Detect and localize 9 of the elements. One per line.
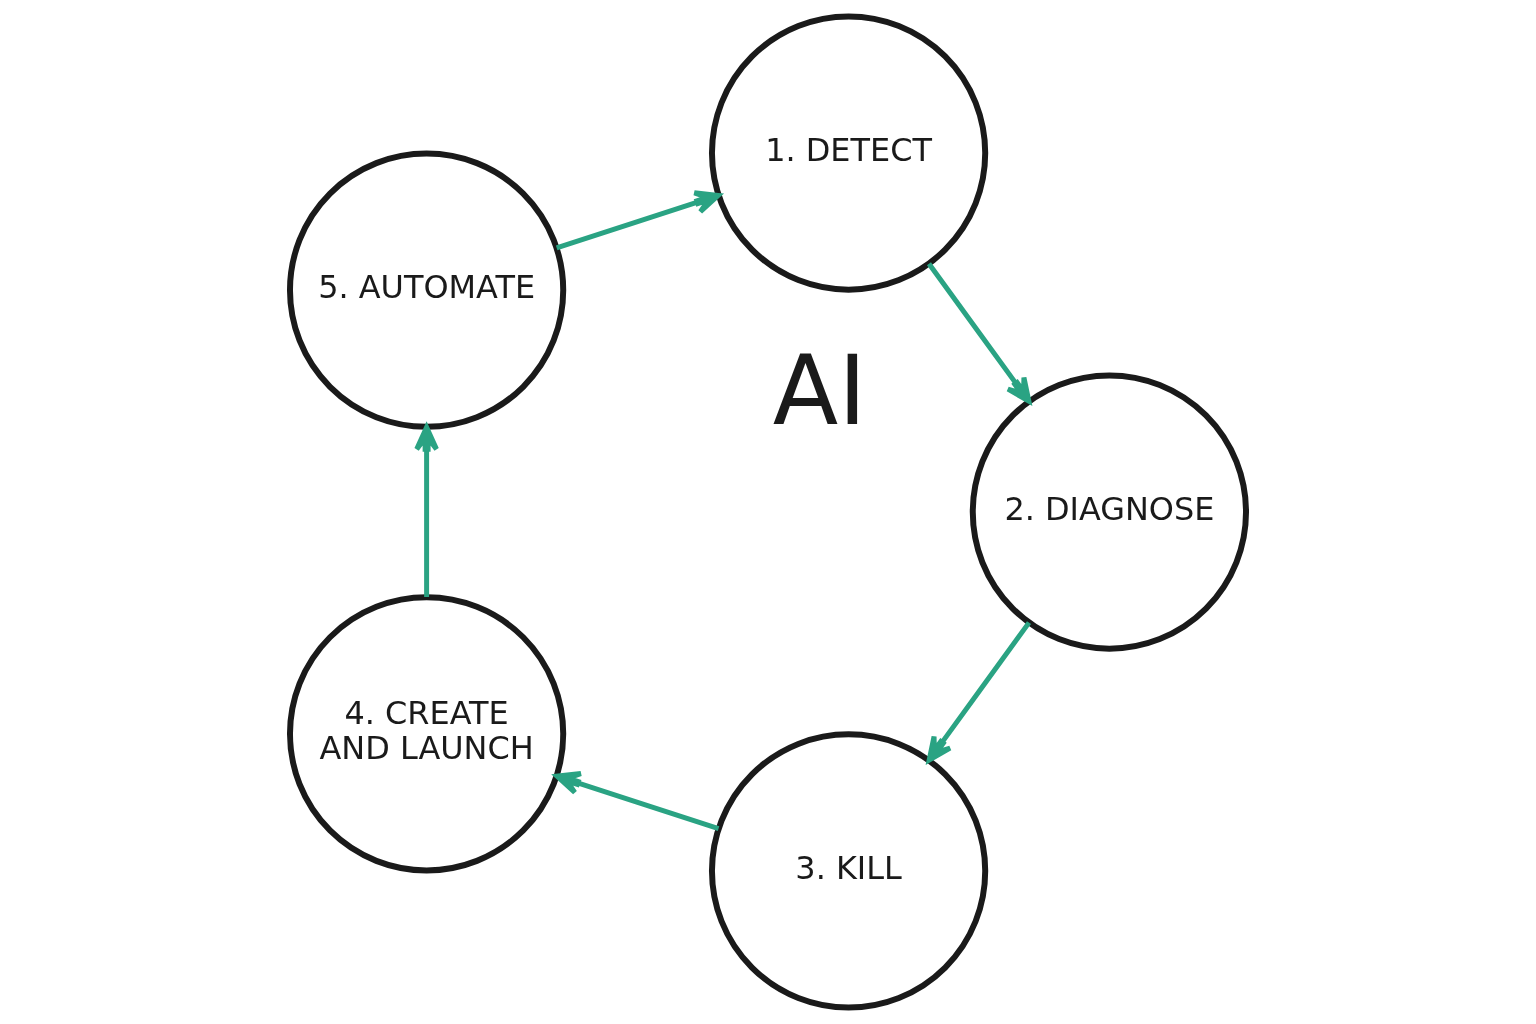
arrow — [555, 190, 721, 251]
arrow — [926, 262, 1032, 404]
arrow — [414, 424, 439, 598]
label: AI — [772, 335, 867, 448]
arrow — [926, 621, 1032, 763]
node-circle: 4. CREATE AND LAUNCH — [287, 594, 567, 874]
node-circle: 5. AUTOMATE — [287, 150, 567, 430]
arrow — [554, 771, 720, 832]
node-circle: 1. DETECT — [708, 13, 989, 293]
